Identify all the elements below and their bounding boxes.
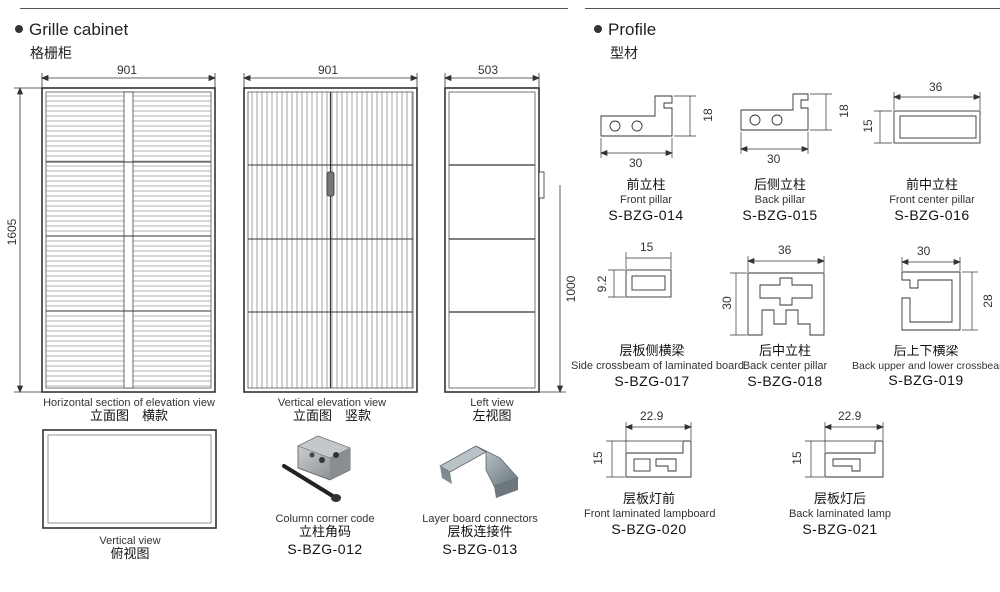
grille-section-title: Grille cabinet <box>15 20 128 40</box>
profile-016-height: 15 <box>861 119 875 133</box>
profile-section-subtitle: 型材 <box>610 46 638 62</box>
profile-021-height: 15 <box>790 451 804 465</box>
left-view-caption: Left view 左视图 <box>470 397 514 424</box>
profile-018-caption: 后中立柱 Back center pillar S-BZG-018 <box>742 344 828 389</box>
profile-014-height: 18 <box>701 108 715 122</box>
profile-021-width: 22.9 <box>838 409 862 423</box>
front-view-caption: Horizontal section of elevation view 立面图… <box>43 397 215 424</box>
grille-section-subtitle: 格栅柜 <box>30 46 72 62</box>
profile-020-caption: 层板灯前 Front laminated lampboard S-BZG-020 <box>584 492 716 537</box>
layer-board-connector-caption: Layer board connectors 层板连接件 S-BZG-013 <box>422 513 538 557</box>
profile-015-height: 18 <box>837 104 851 118</box>
cabinet-height-dim: 1605 <box>5 218 19 246</box>
top-view-caption: Vertical view 俯视图 <box>99 535 161 562</box>
header-rule-right <box>585 8 1000 9</box>
column-corner-code-caption: Column corner code 立柱角码 S-BZG-012 <box>275 513 375 557</box>
bullet-icon <box>15 24 23 33</box>
profile-017-height: 9.2 <box>595 275 609 293</box>
profile-019-caption: 后上下横梁 Back upper and lower crossbeam S-B… <box>852 345 1000 388</box>
profile-018-width: 36 <box>778 243 792 257</box>
profile-016-width: 36 <box>929 80 943 94</box>
header-rule-left <box>20 8 568 9</box>
profile-016-caption: 前中立柱 Front center pillar S-BZG-016 <box>889 178 975 223</box>
profile-017-caption: 层板侧横梁 Side crossbeam of laminated board … <box>571 344 745 389</box>
vertical-width-dim: 901 <box>318 63 339 77</box>
profile-017-width: 15 <box>640 240 654 254</box>
profile-014-width: 30 <box>629 156 643 170</box>
bullet-icon <box>594 24 602 33</box>
left-width-dim: 503 <box>478 63 499 77</box>
profile-020-width: 22.9 <box>640 409 664 423</box>
vertical-view-caption: Vertical elevation view 立面图 竖款 <box>277 397 387 424</box>
profile-015-width: 30 <box>767 152 781 166</box>
profile-019-width: 30 <box>917 244 931 258</box>
profile-018-height: 30 <box>720 296 734 310</box>
profile-021-caption: 层板灯后 Back laminated lamp S-BZG-021 <box>788 492 892 537</box>
profile-020-height: 15 <box>591 451 605 465</box>
profile-section-title: Profile <box>594 20 656 40</box>
profile-019-height: 28 <box>981 294 995 308</box>
left-height-dim: 1000 <box>564 275 578 303</box>
profile-014-caption: 前立柱 Front pillar S-BZG-014 <box>608 178 684 223</box>
profile-015-caption: 后侧立柱 Back pillar S-BZG-015 <box>742 178 818 223</box>
front-width-dim: 901 <box>117 63 138 77</box>
